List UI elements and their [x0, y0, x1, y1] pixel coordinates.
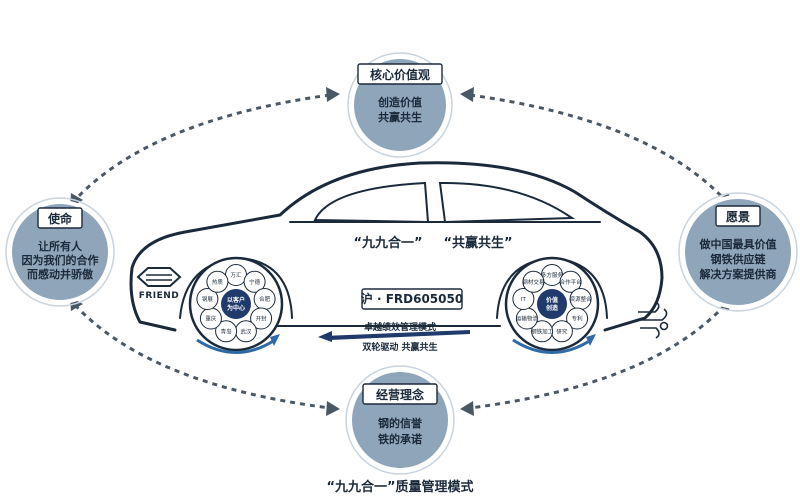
node-bottom: 经营理念 钢的信誉 铁的承诺 [345, 365, 455, 475]
node-right-line-3: 解决方案提供商 [700, 267, 777, 281]
diagram-caption: “九九合一”质量管理模式 [326, 479, 473, 495]
wheel-right-segment-label: IT [521, 297, 527, 303]
node-left-line-3: 而感动并骄傲 [27, 267, 94, 281]
direction-arrowhead [318, 331, 332, 342]
license-plate-text: 沪 · FRD605050 [361, 291, 463, 306]
node-bottom-title: 经营理念 [376, 387, 424, 402]
node-right-line-2: 钢铁供应链 [711, 252, 767, 266]
wheel-right-hub-line-1: 价值 [546, 296, 558, 304]
wheel-right-segment-label: 钢材交易 [522, 278, 544, 286]
node-bottom-line-1: 钢的信誉 [378, 416, 423, 430]
node-top: 核心价值观 创造价值 共赢共生 [347, 52, 453, 158]
brand-logo-lines [146, 274, 172, 281]
node-top-title-box [357, 63, 443, 85]
node-bottom-line-2: 铁的承诺 [378, 432, 422, 446]
mode-line-2: 双轮驱动 共赢共生 [362, 341, 437, 353]
mode-line-1: 卓越绩效管理模式 [364, 321, 436, 333]
brand-name: FRIEND [139, 291, 180, 301]
exhaust-icon [636, 301, 669, 339]
wheel-left-segment [215, 320, 238, 343]
wheel-right-segment [531, 320, 554, 343]
car: “九九合一” “共赢共生” 沪 · FRD605050 卓越绩效管理模式 双轮驱… [129, 161, 669, 353]
node-right-circle [681, 195, 795, 309]
node-left: 使命 让所有人 因为我们的合作 而感动并骄傲 [5, 197, 115, 307]
wheel-left-segment-label: 热质 [212, 278, 224, 286]
wheel-left-segment-label: 青岛 [221, 327, 233, 335]
car-body-outline [129, 161, 664, 332]
slogan-right: “共赢共生” [443, 235, 512, 251]
arc-top-right [469, 93, 727, 202]
wheel-left-segment [250, 307, 273, 330]
arc-bottom-left [73, 303, 331, 410]
direction-arrow [323, 330, 470, 340]
node-left-line-1: 让所有人 [38, 239, 83, 253]
wheel-right-segment-label: 合作平台 [560, 278, 583, 286]
wheel-right-segment [512, 288, 535, 310]
car-front-windshield [313, 181, 430, 224]
wheel-right-segment-label: 多方服务 [541, 271, 564, 279]
arrowhead-top-left-start [326, 87, 340, 102]
wheel-right-rotation-arrowhead [586, 334, 596, 346]
node-top-line-2: 共赢共生 [378, 110, 422, 124]
wheel-left-segment [206, 270, 229, 293]
node-top-title: 核心价值观 [370, 67, 430, 82]
wheel-left-rotation-arrow [196, 338, 276, 354]
node-bottom-ring [345, 365, 455, 475]
wheel-right-segment-label: 钢铁加工 [531, 327, 554, 335]
wheel-right-hub-line-2: 创造 [545, 304, 558, 312]
wheel-left-rotation-arrowhead [270, 334, 280, 346]
wheel-right-segment [559, 270, 582, 293]
wheel-right-segment-label: 研究 [556, 327, 568, 335]
license-plate [361, 288, 463, 310]
wheel-left-segment-label: 武汉 [240, 327, 252, 335]
arrowhead-top-right-start [460, 87, 474, 102]
node-top-line-1: 创造价值 [377, 95, 422, 109]
wheel-left-segment-label: 钢展 [202, 295, 214, 303]
car-rear-window [438, 181, 576, 224]
wheel-left-segment [196, 288, 219, 310]
wheel-left-segment [243, 270, 266, 293]
node-right-title: 愿景 [726, 210, 750, 224]
wheel-right-segment-label: 专利 [572, 315, 583, 323]
wheel-left-segment-label: 开封 [256, 315, 268, 323]
node-right-line-1: 做中国最具价值 [699, 237, 777, 251]
brand-logo-icon [136, 267, 182, 287]
wheel-left-segment-label: 万汇 [230, 271, 242, 279]
wheel-right-segment-label: 运输物流 [516, 315, 539, 323]
arc-top-left [73, 93, 331, 202]
node-left-title: 使命 [47, 211, 73, 226]
node-left-title-box [37, 207, 83, 229]
slogan-left: “九九合一” [353, 235, 422, 251]
node-top-ring [347, 52, 453, 158]
node-left-ring [5, 197, 115, 307]
brand-logo: FRIEND [136, 267, 182, 301]
node-right: 愿景 做中国最具价值 钢铁供应链 解决方案提供商 [678, 192, 798, 312]
wheel-left-hub-line-2: 为中心 [227, 304, 245, 312]
wheel-left-hub [221, 289, 251, 319]
wheel-left-segment-label: 宁德 [249, 278, 261, 286]
node-right-title-box [715, 205, 761, 227]
arc-bottom-right [469, 303, 727, 410]
wheel-left-segment-label: 合肥 [259, 295, 271, 303]
wheel-right-segment [566, 307, 589, 330]
wheel-left-segment-label: 重庆 [205, 315, 217, 323]
cycle-arcs [70, 87, 730, 416]
wheel-right-hub [537, 289, 567, 319]
node-right-ring [678, 192, 798, 312]
wheel-right-segment-label: 资源整合 [570, 295, 593, 303]
wheel-left-hub-line-1: 以客户 [227, 296, 245, 304]
node-left-circle [8, 200, 112, 304]
node-left-line-2: 因为我们的合作 [22, 253, 99, 267]
wheel-right-rotation-arrow [512, 338, 592, 354]
wheel-right-segment [522, 270, 545, 293]
arrowhead-bottom-right-end [460, 401, 474, 416]
arrowhead-bottom-left-end [326, 401, 340, 416]
node-bottom-title-box [362, 383, 438, 405]
